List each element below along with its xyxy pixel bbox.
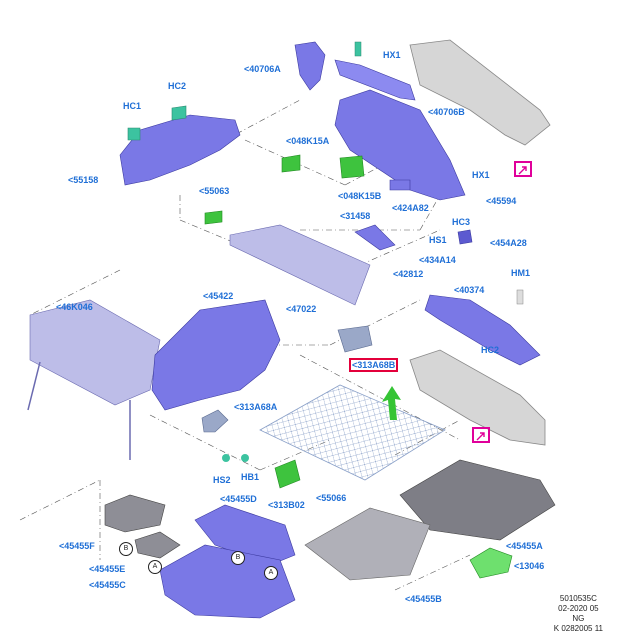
install-arrow [382,386,401,420]
label-hs2: HS2 [213,475,231,485]
label-45455b: <45455B [405,594,442,604]
label-424a82: <424A82 [392,203,429,213]
label-45455d: <45455D [220,494,257,504]
part-454a28 [457,229,473,245]
label-40706a: <40706A [244,64,281,74]
label-55066: <55066 [316,493,347,503]
part-55066 [259,384,446,481]
part-434a14 [354,224,396,251]
label-45455c: <45455C [89,580,126,590]
view-marker-top [514,161,532,177]
label-55063: <55063 [199,186,230,196]
label-048k15a: <048K15A [286,136,330,146]
label-hc3: HC3 [452,217,471,227]
part-40706a [294,41,326,91]
part-45455c [159,544,296,619]
footer-line-3: NG [572,614,585,623]
label-313b02: <313B02 [268,500,305,510]
label-40374: <40374 [454,285,485,295]
part-45455e [134,531,181,559]
label-45594: <45594 [486,196,517,206]
label-46k046: <46K046 [56,302,93,312]
rear-scuff-plate [409,349,546,446]
part-048k15a [281,154,301,173]
label-42812: <42812 [393,269,424,279]
part-424a82 [389,179,411,191]
label-hx1-top: HX1 [383,50,401,60]
label-13046: <13046 [514,561,545,571]
label-048k15b: <048K15B [338,191,382,201]
label-45422: <45422 [203,291,234,301]
label-40706b: <40706B [428,107,465,117]
label-45455a: <45455A [506,541,543,551]
part-42812 [229,224,371,306]
label-313a68a: <313A68A [234,402,278,412]
footer-line-2: 02-2020 05 [558,604,599,613]
part-45422 [151,299,281,411]
label-313a68b-highlighted: <313A68B [349,358,399,372]
part-45455a [399,459,556,541]
part-13046 [469,547,513,579]
clip-hc1 [127,127,141,141]
part-45455b [304,507,431,581]
label-hx1-right: HX1 [472,170,490,180]
callout-a-right: A [264,566,278,580]
callout-b-right: B [231,551,245,565]
view-marker-bottom [472,427,490,443]
label-hc2-right: HC2 [481,345,500,355]
part-46k046 [29,299,161,406]
footer-line-1: 5010535C [559,594,597,603]
view-arrow-icon [518,166,527,175]
rear-panel-trim-top [409,39,551,146]
clip-hc2-top [171,105,187,121]
part-313a68a [201,409,229,433]
part-55158 [119,114,241,186]
part-55063 [204,210,223,225]
label-hm1: HM1 [511,268,531,278]
part-40706b [334,89,466,201]
view-arrow-icon [476,432,485,441]
strip-upper [334,59,416,101]
part-048k15b [339,155,365,179]
callout-b-left: B [119,542,133,556]
label-hb1: HB1 [241,472,260,482]
label-45455f: <45455F [59,541,95,551]
part-313a68b [337,325,373,353]
label-55158: <55158 [68,175,99,185]
footer-reference: 5010535C 02-2020 05 NG K 0282005 11 [554,594,603,634]
part-313b02 [274,459,301,489]
label-454a28: <454A28 [490,238,527,248]
part-45455d [194,504,296,566]
label-hc2-top: HC2 [168,81,187,91]
label-hc1: HC1 [123,101,142,111]
label-hs1: HS1 [429,235,447,245]
part-45455f [104,494,166,533]
label-45455e: <45455E [89,564,126,574]
label-31458: <31458 [340,211,371,221]
footer-line-4: K 0282005 11 [553,624,603,633]
label-47022: <47022 [286,304,317,314]
callout-a-left: A [148,560,162,574]
part-40374 [424,294,541,366]
label-434a14: <434A14 [419,255,456,265]
